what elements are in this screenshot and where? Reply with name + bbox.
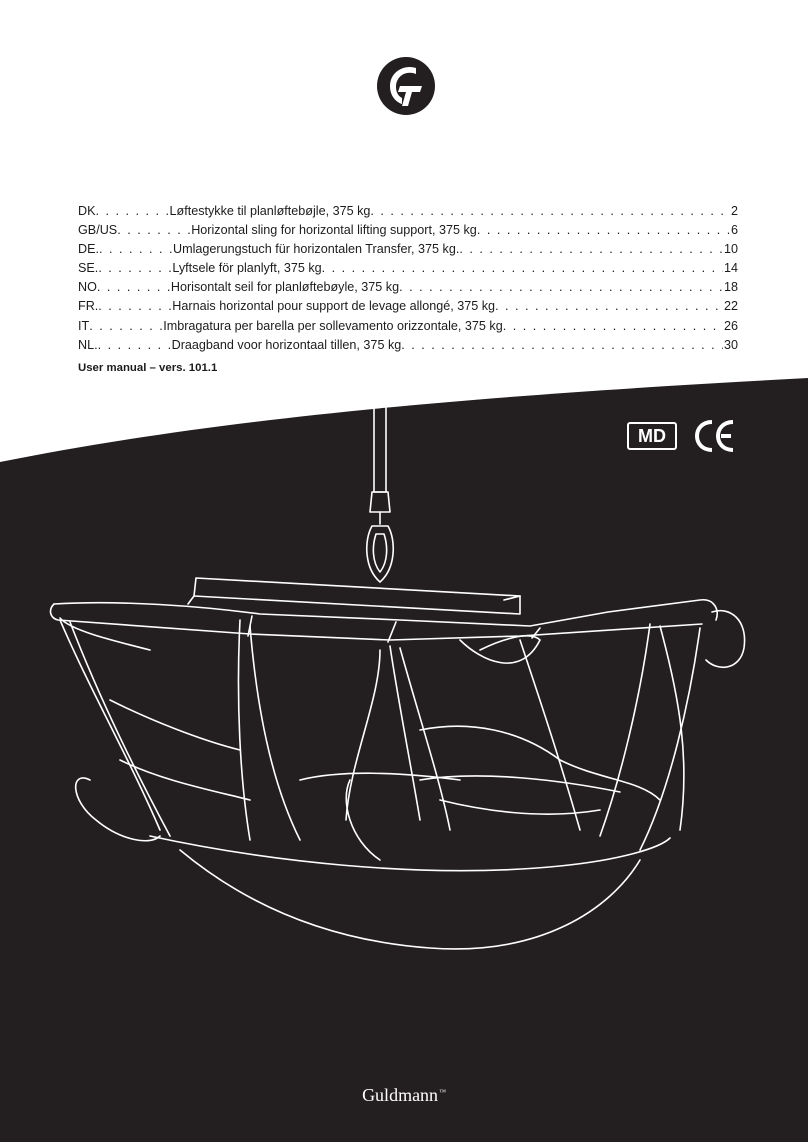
- toc-title: Lyftsele för planlyft, 375 kg: [172, 261, 322, 276]
- spreader-bar-icon: [187, 577, 521, 615]
- toc-row[interactable]: DK Løftestykke til planløftebøjle, 375 k…: [78, 202, 738, 221]
- guldmann-logo-icon: [377, 57, 435, 115]
- lifting-strap-icon: [365, 391, 395, 583]
- toc-language-code: DK: [78, 204, 96, 218]
- toc-page-number: 6: [730, 223, 738, 238]
- toc-row[interactable]: NL. Draagband voor horizontaal tillen, 3…: [78, 336, 738, 355]
- trademark-symbol: ™: [439, 1088, 446, 1096]
- toc-language-code: IT: [78, 318, 90, 333]
- sling-body-icon: [59, 617, 701, 950]
- toc-title: Harnais horizontal pour support de levag…: [172, 299, 496, 314]
- brand-name: Guldmann: [362, 1085, 439, 1105]
- toc-row[interactable]: NO Horisontalt seil for planløftebøyle, …: [78, 278, 738, 297]
- toc-page-number: 10: [723, 242, 738, 257]
- toc-page-number: 22: [723, 299, 738, 314]
- toc-page-number: 26: [723, 318, 738, 333]
- toc-language-code: SE.: [78, 261, 99, 276]
- toc-row[interactable]: IT Imbragatura per barella per sollevame…: [78, 317, 738, 336]
- toc-page-number: 30: [723, 337, 738, 352]
- ce-mark-icon: [694, 420, 734, 452]
- toc-language-code: NL.: [78, 337, 98, 352]
- toc-page-number: 18: [723, 280, 738, 295]
- horizontal-frame-icon: [49, 599, 746, 669]
- toc-title: Imbragatura per barella per sollevamento…: [163, 318, 503, 333]
- toc-title: Umlagerungstuch für horizontalen Transfe…: [173, 242, 460, 257]
- toc-row[interactable]: DE. Umlagerungstuch für horizontalen Tra…: [78, 240, 738, 259]
- toc-language-code: DE.: [78, 242, 99, 257]
- toc-language-code: FR.: [78, 299, 99, 314]
- toc-title: Løftestykke til planløftebøjle, 375 kg: [169, 204, 371, 218]
- toc-row[interactable]: FR. Harnais horizontal pour support de l…: [78, 297, 738, 316]
- toc-row[interactable]: SE. Lyftsele för planlyft, 375 kg 14: [78, 259, 738, 278]
- toc-title: Draagband voor horizontaal tillen, 375 k…: [171, 337, 402, 352]
- table-of-contents: DK Løftestykke til planløftebøjle, 375 k…: [78, 202, 738, 355]
- toc-row[interactable]: GB/US Horizontal sling for horizontal li…: [78, 221, 738, 240]
- manual-version: User manual – vers. 101.1: [78, 362, 218, 374]
- toc-page-number: 14: [723, 261, 738, 276]
- toc-title: Horizontal sling for horizontal lifting …: [191, 223, 477, 238]
- toc-title: Horisontalt seil for planløftebøyle, 375…: [170, 280, 400, 295]
- toc-language-code: GB/US: [78, 223, 118, 238]
- toc-page-number: 2: [730, 204, 738, 218]
- toc-language-code: NO: [78, 280, 97, 295]
- brand-wordmark: Guldmann™: [0, 1085, 808, 1106]
- dark-background: [0, 378, 808, 1142]
- medical-device-badge: MD: [627, 422, 677, 450]
